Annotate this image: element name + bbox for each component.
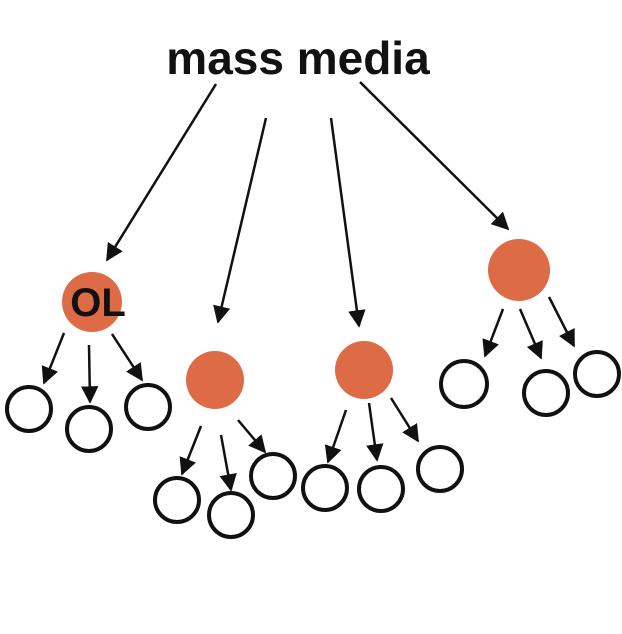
opinion-leader-group-4 <box>439 239 621 417</box>
opinion-leader-node <box>488 239 550 301</box>
media-arrow-to-leader-4 <box>359 81 510 231</box>
opinion-leader-label: OL <box>70 281 126 325</box>
media-arrow-to-leader-2 <box>213 117 268 324</box>
follower-node <box>207 491 255 539</box>
opinion-leader-group-1: OL <box>5 272 172 453</box>
follower-node <box>65 405 113 453</box>
diagram-title: mass media <box>166 32 430 84</box>
follower-arrow <box>518 308 543 360</box>
opinion-leader-node <box>62 272 122 332</box>
follower-arrow <box>482 308 505 358</box>
follower-node <box>439 359 489 409</box>
follower-node <box>416 445 464 493</box>
follower-node <box>522 369 570 417</box>
follower-node <box>301 464 349 512</box>
follower-arrow <box>110 333 144 382</box>
follower-arrow <box>41 332 66 385</box>
opinion-leader-group-3 <box>301 341 464 513</box>
opinion-leader-group-2 <box>153 351 297 539</box>
follower-node <box>573 350 621 398</box>
follower-node <box>249 452 297 500</box>
follower-arrow <box>179 425 203 476</box>
follower-node <box>357 465 405 513</box>
follower-arrow <box>366 402 384 462</box>
follower-node <box>153 476 201 524</box>
follower-node <box>124 383 172 431</box>
follower-arrow <box>80 344 99 404</box>
follower-arrow <box>389 397 420 443</box>
opinion-leader-node <box>335 341 393 399</box>
follower-node <box>5 385 53 433</box>
media-arrows <box>105 81 510 328</box>
follower-arrow <box>547 296 576 348</box>
media-arrow-to-leader-3 <box>329 117 366 328</box>
opinion-leader-node <box>186 351 244 409</box>
follower-arrow <box>237 419 267 454</box>
follower-arrow <box>324 409 348 464</box>
media-arrow-to-leader-1 <box>105 83 218 262</box>
follower-arrow <box>219 434 237 492</box>
